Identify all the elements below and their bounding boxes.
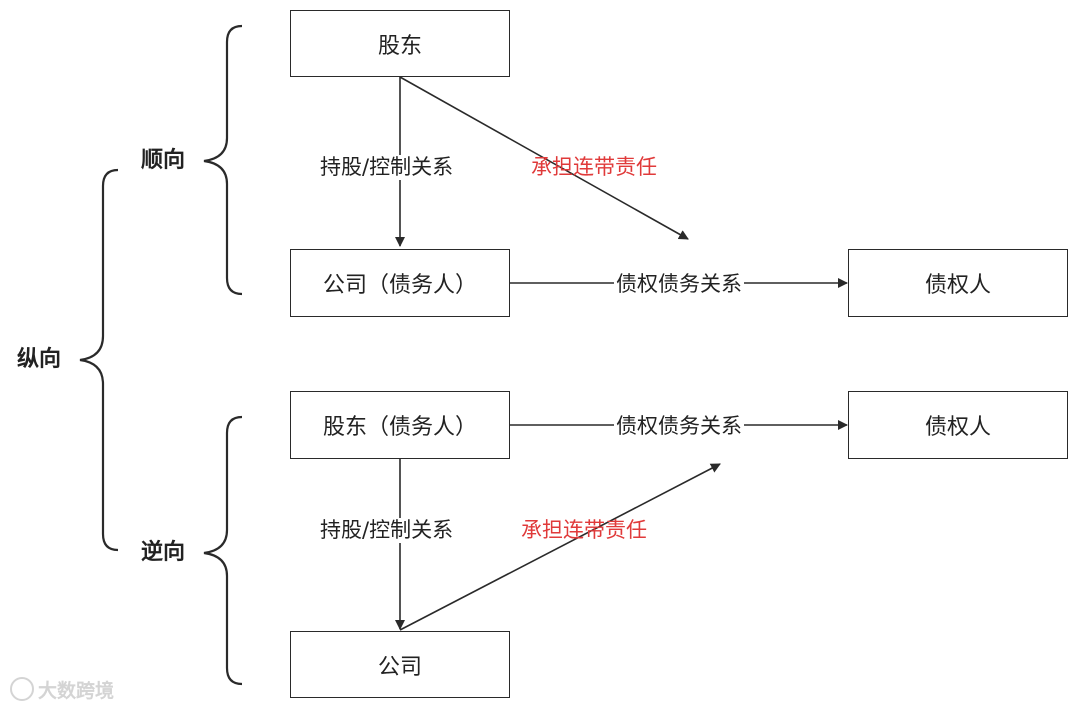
reverse-holding-label: 持股/控制关系 xyxy=(318,518,456,543)
forward-debt-label: 债权债务关系 xyxy=(614,272,744,297)
reverse-label: 逆向 xyxy=(141,540,186,565)
forward-company-box: 公司（债务人） xyxy=(290,249,510,317)
forward-holding-label: 持股/控制关系 xyxy=(318,155,456,180)
watermark-text: 大数跨境 xyxy=(38,680,115,702)
forward-liability-label: 承担连带责任 xyxy=(531,155,657,179)
brace-reverse xyxy=(203,415,243,686)
watermark-logo-icon xyxy=(10,677,34,701)
watermark: 大数跨境 xyxy=(10,676,114,703)
brace-forward xyxy=(203,24,243,296)
reverse-liability-arrow xyxy=(399,463,721,631)
vertical-label: 纵向 xyxy=(17,347,62,372)
brace-vertical xyxy=(79,168,119,552)
reverse-liability-label: 承担连带责任 xyxy=(521,518,647,542)
reverse-debt-label: 债权债务关系 xyxy=(614,414,744,439)
reverse-shareholder-box: 股东（债务人） xyxy=(290,391,510,459)
forward-liability-arrow xyxy=(399,76,689,240)
reverse-creditor-box: 债权人 xyxy=(848,391,1068,459)
forward-shareholder-box: 股东 xyxy=(290,10,510,77)
reverse-company-box: 公司 xyxy=(290,631,510,698)
forward-label: 顺向 xyxy=(141,148,186,173)
forward-creditor-box: 债权人 xyxy=(848,249,1068,317)
